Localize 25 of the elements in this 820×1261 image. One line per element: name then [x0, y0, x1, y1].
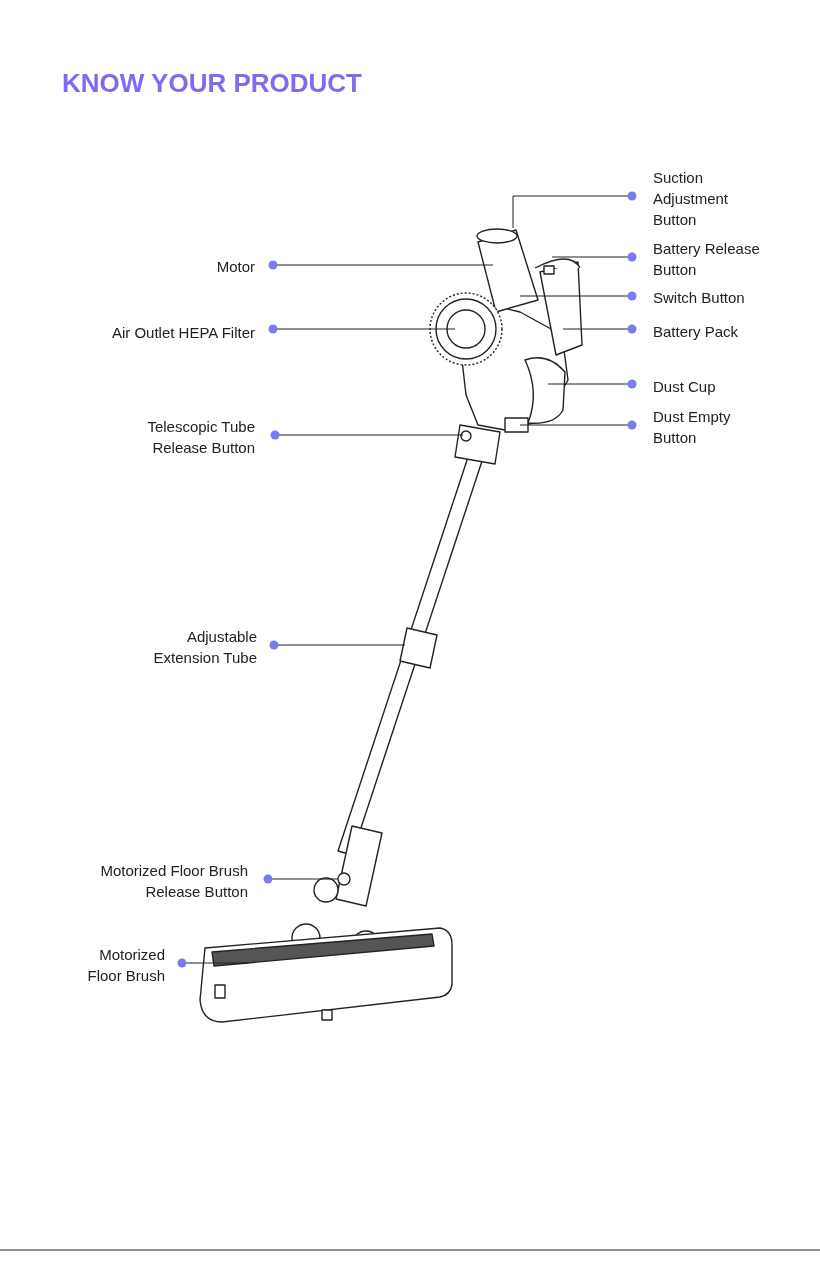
leader-line	[268, 260, 494, 270]
leader-line	[263, 874, 339, 884]
callout-label: Battery Pack	[653, 321, 793, 342]
leader-line	[519, 420, 637, 430]
leader-line	[519, 291, 637, 301]
page-title: KNOW YOUR PRODUCT	[62, 68, 362, 99]
callout-label: Switch Button	[653, 287, 793, 308]
callout-label: Air Outlet HEPA Filter	[55, 322, 255, 343]
leader-line	[177, 958, 249, 968]
callout-label: Adjustable Extension Tube	[135, 626, 257, 668]
callout-label: Telescopic Tube Release Button	[123, 416, 255, 458]
callout-label: Battery Release Button	[653, 238, 793, 280]
leader-line	[547, 379, 637, 389]
leader-line	[512, 191, 637, 229]
callout-label: Dust Cup	[653, 376, 793, 397]
callout-label: Suction Adjustment Button	[653, 167, 748, 230]
leader-line	[269, 640, 406, 650]
callout-label: Motorized Floor Brush Release Button	[76, 860, 248, 902]
callout-label: Motor	[175, 256, 255, 277]
callout-label: Dust Empty Button	[653, 406, 751, 448]
leader-line	[268, 324, 456, 334]
leader-line	[270, 430, 464, 440]
callout-label: Motorized Floor Brush	[73, 944, 165, 986]
leader-line	[551, 252, 637, 262]
leader-line	[562, 324, 637, 334]
